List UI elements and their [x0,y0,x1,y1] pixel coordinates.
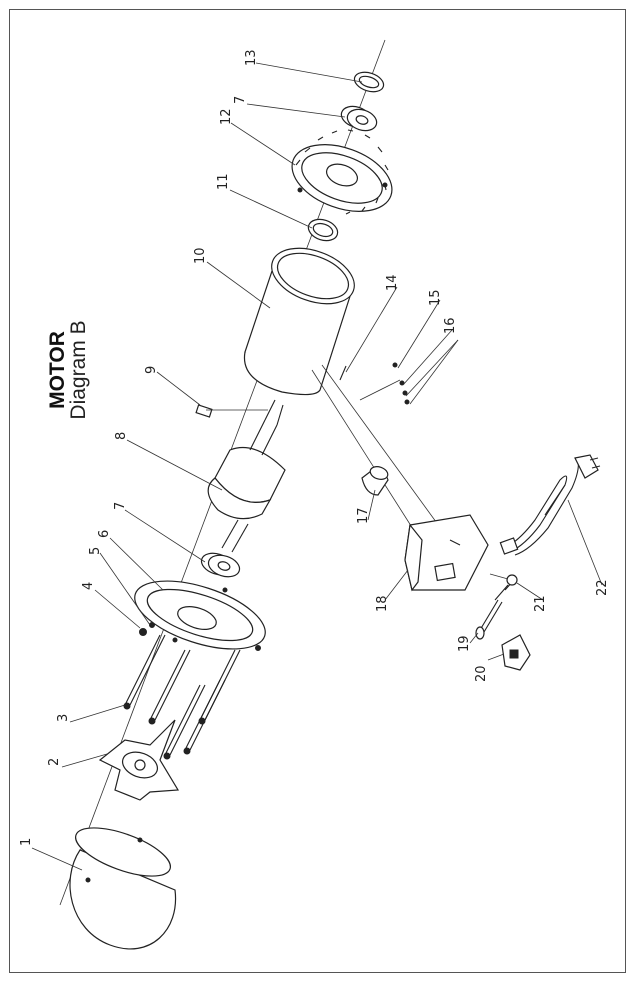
part-capacitor [361,466,389,496]
label-part-18: 18 [375,595,390,612]
diagram-frame [9,9,626,973]
label-part-5: 5 [88,547,103,555]
part-cable-clamp [501,634,531,671]
label-part-9: 9 [144,366,159,374]
label-part-22: 22 [595,579,610,596]
label-part-15: 15 [428,289,443,306]
label-part-13: 13 [244,49,259,66]
label-part-3: 3 [56,714,71,722]
label-part-19: 19 [457,635,472,652]
part-box-screw [475,579,515,640]
part-tie-bolts [123,634,241,760]
part-bearing-left [200,552,241,578]
label-part-7-right: 7 [233,96,248,104]
label-part-14: 14 [385,274,400,291]
leader-lines [31,62,603,871]
part-end-shield [134,580,266,650]
label-part-1: 1 [19,838,34,846]
part-key [195,404,268,418]
label-part-8: 8 [114,432,129,440]
label-part-2: 2 [47,758,62,766]
part-stator-housing [243,247,355,396]
label-part-21: 21 [533,595,548,612]
part-power-cord [499,454,601,556]
part-rotor [207,399,286,553]
part-fan [98,719,180,801]
label-part-7-left: 7 [113,502,128,510]
label-part-17: 17 [356,507,371,524]
part-small-hardware [311,362,456,549]
part-seal-ring [353,71,385,93]
label-part-10: 10 [193,247,208,264]
part-number-labels: 1 2 3 4 5 6 7 7 8 9 10 11 12 13 14 15 16… [19,49,610,846]
part-end-cover [69,827,177,950]
part-screws [139,622,261,651]
label-part-11: 11 [216,173,231,190]
label-part-20: 20 [474,665,489,682]
part-junction-box [404,514,489,592]
label-part-12: 12 [219,108,234,125]
part-nut [489,573,518,586]
part-bearing-right [340,105,378,132]
label-part-6: 6 [97,530,112,538]
part-rear-end-shield [291,129,393,215]
label-part-16: 16 [443,317,458,334]
label-part-4: 4 [81,582,96,590]
part-washer [307,218,339,242]
